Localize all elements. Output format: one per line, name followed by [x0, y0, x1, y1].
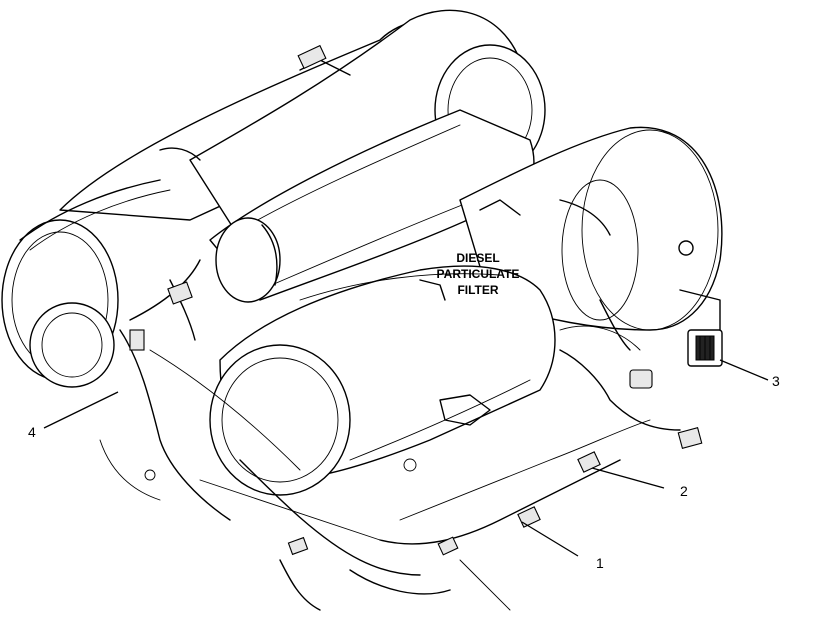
leader-2 [591, 467, 665, 489]
wiring-harness [99, 259, 681, 611]
sensor-module [679, 289, 723, 367]
middle-canister [209, 109, 535, 303]
leader-3 [719, 359, 769, 381]
callout-2: 2 [680, 483, 688, 499]
leader-1 [521, 521, 579, 557]
connectors [129, 281, 703, 556]
callout-1: 1 [596, 555, 604, 571]
leader-4 [43, 391, 119, 429]
dpf-canister [209, 265, 556, 496]
dpf-label: DIESEL PARTICULATE FILTER [437, 251, 520, 297]
dpf-label-line-2: PARTICULATE [437, 267, 520, 281]
callout-leaders [43, 359, 769, 557]
callout-3: 3 [772, 373, 780, 389]
callout-4: 4 [28, 424, 36, 440]
dpf-label-line-1: DIESEL [456, 251, 499, 265]
dpf-label-line-3: FILTER [457, 283, 498, 297]
callouts: 1 2 3 4 [28, 373, 780, 571]
